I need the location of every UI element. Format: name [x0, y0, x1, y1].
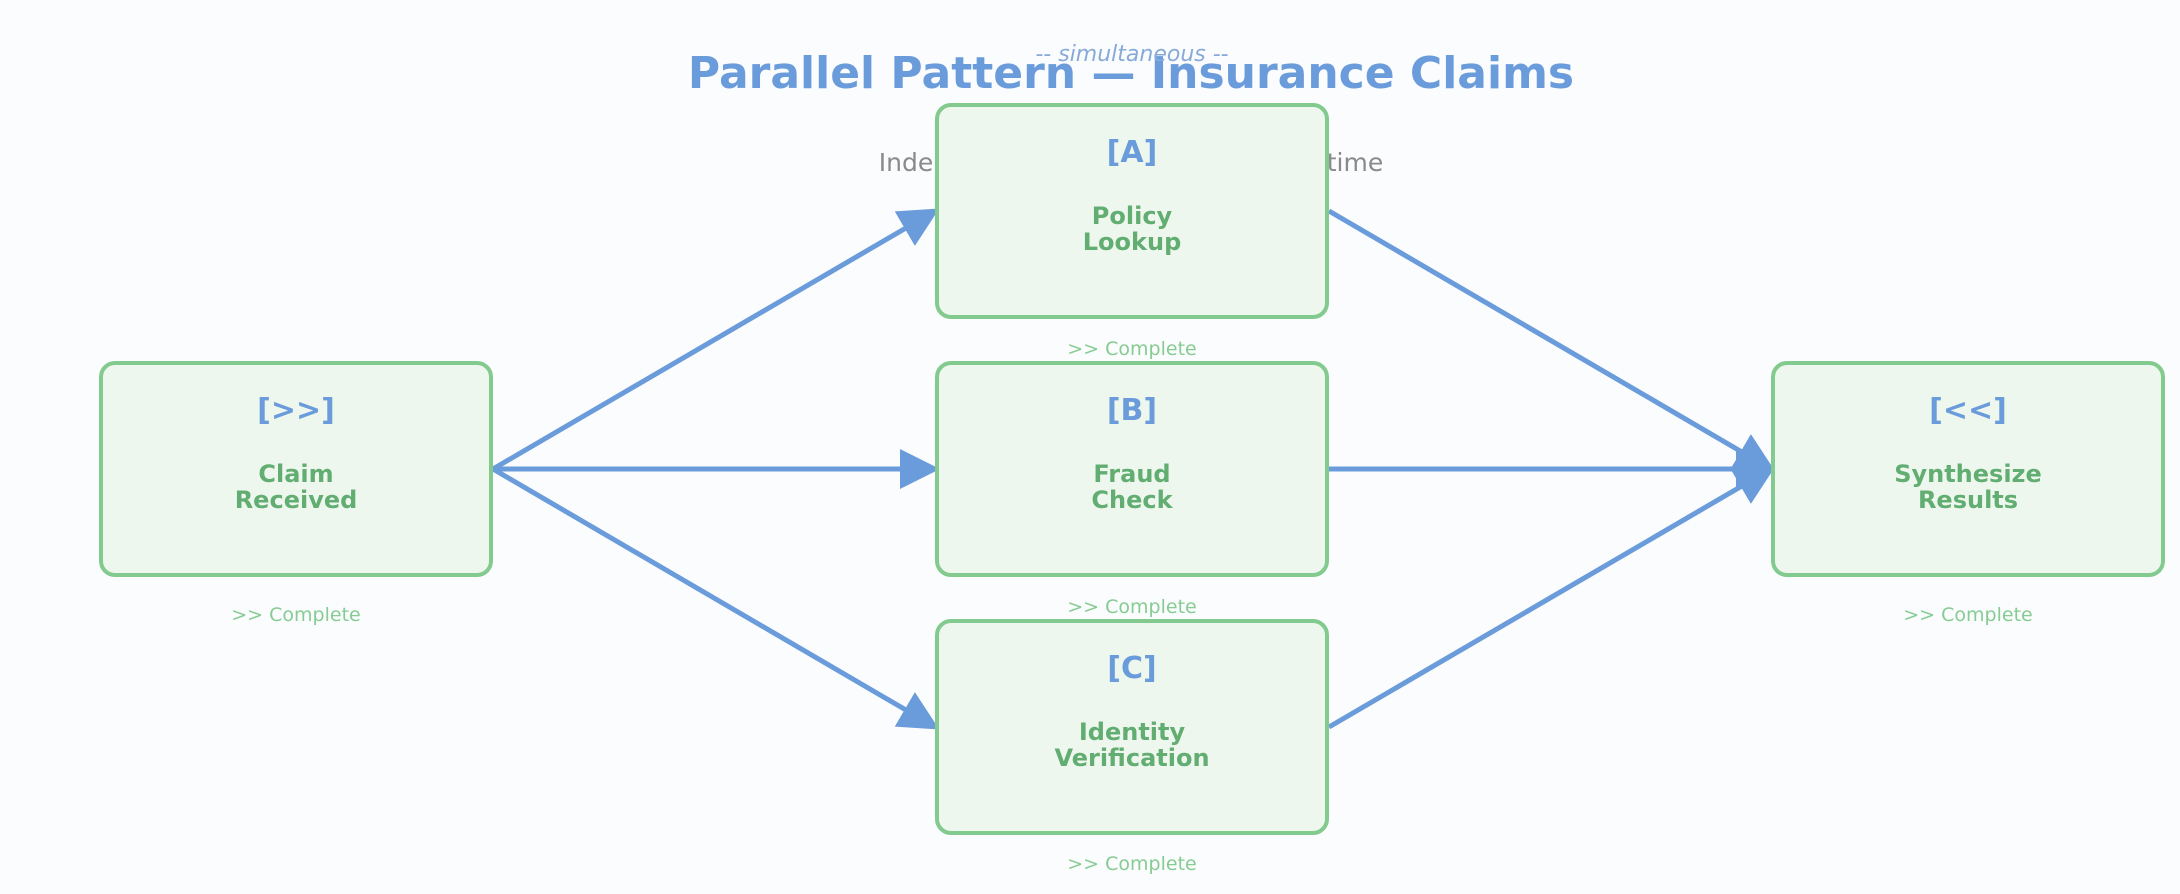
edge-start-to-a	[491, 208, 940, 472]
node-label: Policy Lookup	[1082, 202, 1182, 256]
node-status: >> Complete	[1067, 853, 1197, 875]
node-status: >> Complete	[1067, 596, 1197, 618]
node-tag: [A]	[1106, 135, 1158, 170]
node-status: >> Complete	[1903, 604, 2033, 626]
node-tag: [B]	[1106, 393, 1158, 428]
node-label: Fraud Check	[1091, 460, 1173, 514]
node-tag: [>>]	[257, 393, 335, 428]
node-label: Synthesize Results	[1894, 460, 2042, 514]
branch-note: -- simultaneous --	[1035, 42, 1229, 67]
node-label: Claim Received	[234, 460, 358, 514]
edge-a-to-end	[1327, 208, 1776, 472]
node-identity-verification[interactable]: [C] Identity Verification	[935, 619, 1329, 835]
node-label: Identity Verification	[1054, 718, 1210, 772]
node-claim-received[interactable]: [>>] Claim Received	[99, 361, 493, 577]
node-policy-lookup[interactable]: [A] Policy Lookup	[935, 103, 1329, 319]
node-status: >> Complete	[1067, 338, 1197, 360]
edge-start-to-c	[491, 466, 940, 730]
edge-c-to-end	[1327, 466, 1776, 730]
node-synthesize-results[interactable]: [<<] Synthesize Results	[1771, 361, 2165, 577]
node-fraud-check[interactable]: [B] Fraud Check	[935, 361, 1329, 577]
node-tag: [C]	[1107, 651, 1157, 686]
node-status: >> Complete	[231, 604, 361, 626]
page-title: Parallel Pattern — Insurance Claims	[687, 48, 1575, 99]
node-tag: [<<]	[1929, 393, 2007, 428]
